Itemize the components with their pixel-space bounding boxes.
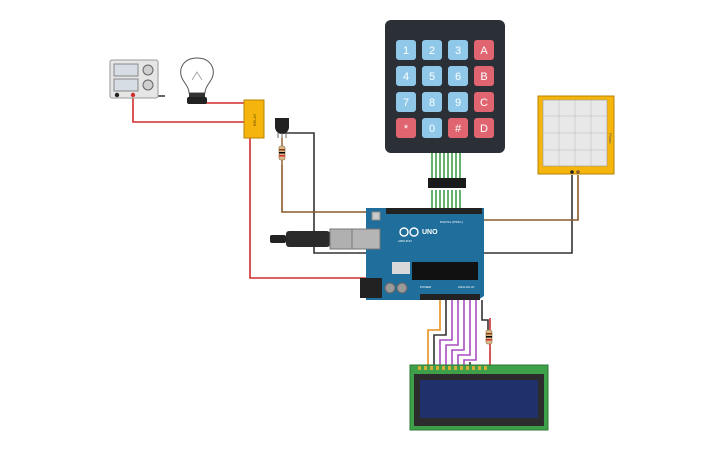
- keypad-key-9[interactable]: 9: [448, 92, 468, 112]
- lightbulb-icon[interactable]: [180, 57, 214, 104]
- keypad-key-star[interactable]: *: [396, 118, 416, 138]
- power-supply-terminal-neg: [114, 92, 120, 98]
- ldr-panel-label: Photo: [608, 133, 613, 144]
- power-supply-terminal-pos: [130, 92, 136, 98]
- reset-button[interactable]: [371, 211, 381, 221]
- keypad-ribbon: [431, 152, 461, 208]
- keypad-key-label: 7: [403, 97, 409, 109]
- power-header-label: POWER: [420, 285, 432, 289]
- keypad-key-C[interactable]: C: [474, 92, 494, 112]
- keypad-key-label: D: [480, 123, 488, 135]
- keypad-key-A[interactable]: A: [474, 40, 494, 60]
- keypad-key-label: 8: [429, 97, 435, 109]
- keypad-key-label: 5: [429, 71, 435, 83]
- arduino-sublabel: ARDUINO: [398, 239, 413, 243]
- arduino-brand: UNO: [422, 229, 438, 236]
- keypad[interactable]: 1 2 3 A 4 5 6 B 7 8 9 C * 0 # D: [385, 20, 505, 188]
- keypad-key-8[interactable]: 8: [422, 92, 442, 112]
- keypad-keys: 1 2 3 A 4 5 6 B 7 8 9 C * 0 # D: [396, 40, 494, 138]
- digital-header-label: DIGITAL (PWM~): [440, 220, 463, 224]
- keypad-key-label: C: [480, 97, 488, 109]
- keypad-key-label: 4: [403, 71, 409, 83]
- wire-black-transistor: [283, 132, 368, 254]
- lcd-pins: [418, 366, 487, 370]
- keypad-key-0[interactable]: 0: [422, 118, 442, 138]
- keypad-key-label: 9: [455, 97, 461, 109]
- keypad-key-2[interactable]: 2: [422, 40, 442, 60]
- lcd-screen: [420, 380, 538, 418]
- wire-brown-panel: [482, 175, 579, 221]
- resistor-icon[interactable]: [278, 138, 286, 165]
- ldr-grid: [543, 100, 607, 166]
- keypad-key-label: 1: [403, 45, 409, 57]
- keypad-key-label: 3: [455, 45, 461, 57]
- keypad-key-label: *: [404, 123, 409, 135]
- arduino-uno[interactable]: UNO ARDUINO DIGITAL (PWM~) ANALOG IN POW…: [351, 208, 484, 300]
- ldr-panel[interactable]: Photo: [537, 95, 615, 175]
- lcd-wires: [427, 300, 491, 365]
- keypad-key-label: 6: [455, 71, 461, 83]
- analog-header-label: ANALOG IN: [458, 285, 474, 289]
- relay-label: RELAY: [252, 113, 257, 126]
- lcd-resistor-icon[interactable]: [485, 329, 493, 345]
- keypad-key-label: #: [455, 123, 462, 135]
- keypad-key-hash[interactable]: #: [448, 118, 468, 138]
- keypad-key-6[interactable]: 6: [448, 66, 468, 86]
- wire-red-supply: [132, 97, 252, 123]
- keypad-key-B[interactable]: B: [474, 66, 494, 86]
- keypad-key-label: 0: [429, 123, 435, 135]
- keypad-key-3[interactable]: 3: [448, 40, 468, 60]
- keypad-key-D[interactable]: D: [474, 118, 494, 138]
- wires: [132, 95, 579, 365]
- keypad-key-4[interactable]: 4: [396, 66, 416, 86]
- wire-black-panel: [482, 175, 573, 254]
- keypad-key-5[interactable]: 5: [422, 66, 442, 86]
- wire-brown-resistor: [281, 165, 368, 213]
- lcd-display[interactable]: [409, 364, 549, 431]
- keypad-key-1[interactable]: 1: [396, 40, 416, 60]
- relay[interactable]: RELAY: [243, 99, 265, 139]
- usb-cable-icon[interactable]: [270, 228, 353, 250]
- keypad-key-7[interactable]: 7: [396, 92, 416, 112]
- keypad-key-label: B: [480, 71, 487, 83]
- keypad-key-label: A: [480, 45, 488, 57]
- transistor-icon[interactable]: [275, 118, 289, 138]
- keypad-key-label: 2: [429, 45, 435, 57]
- power-supply[interactable]: [109, 59, 159, 99]
- arduino-logo-icon: [399, 227, 419, 237]
